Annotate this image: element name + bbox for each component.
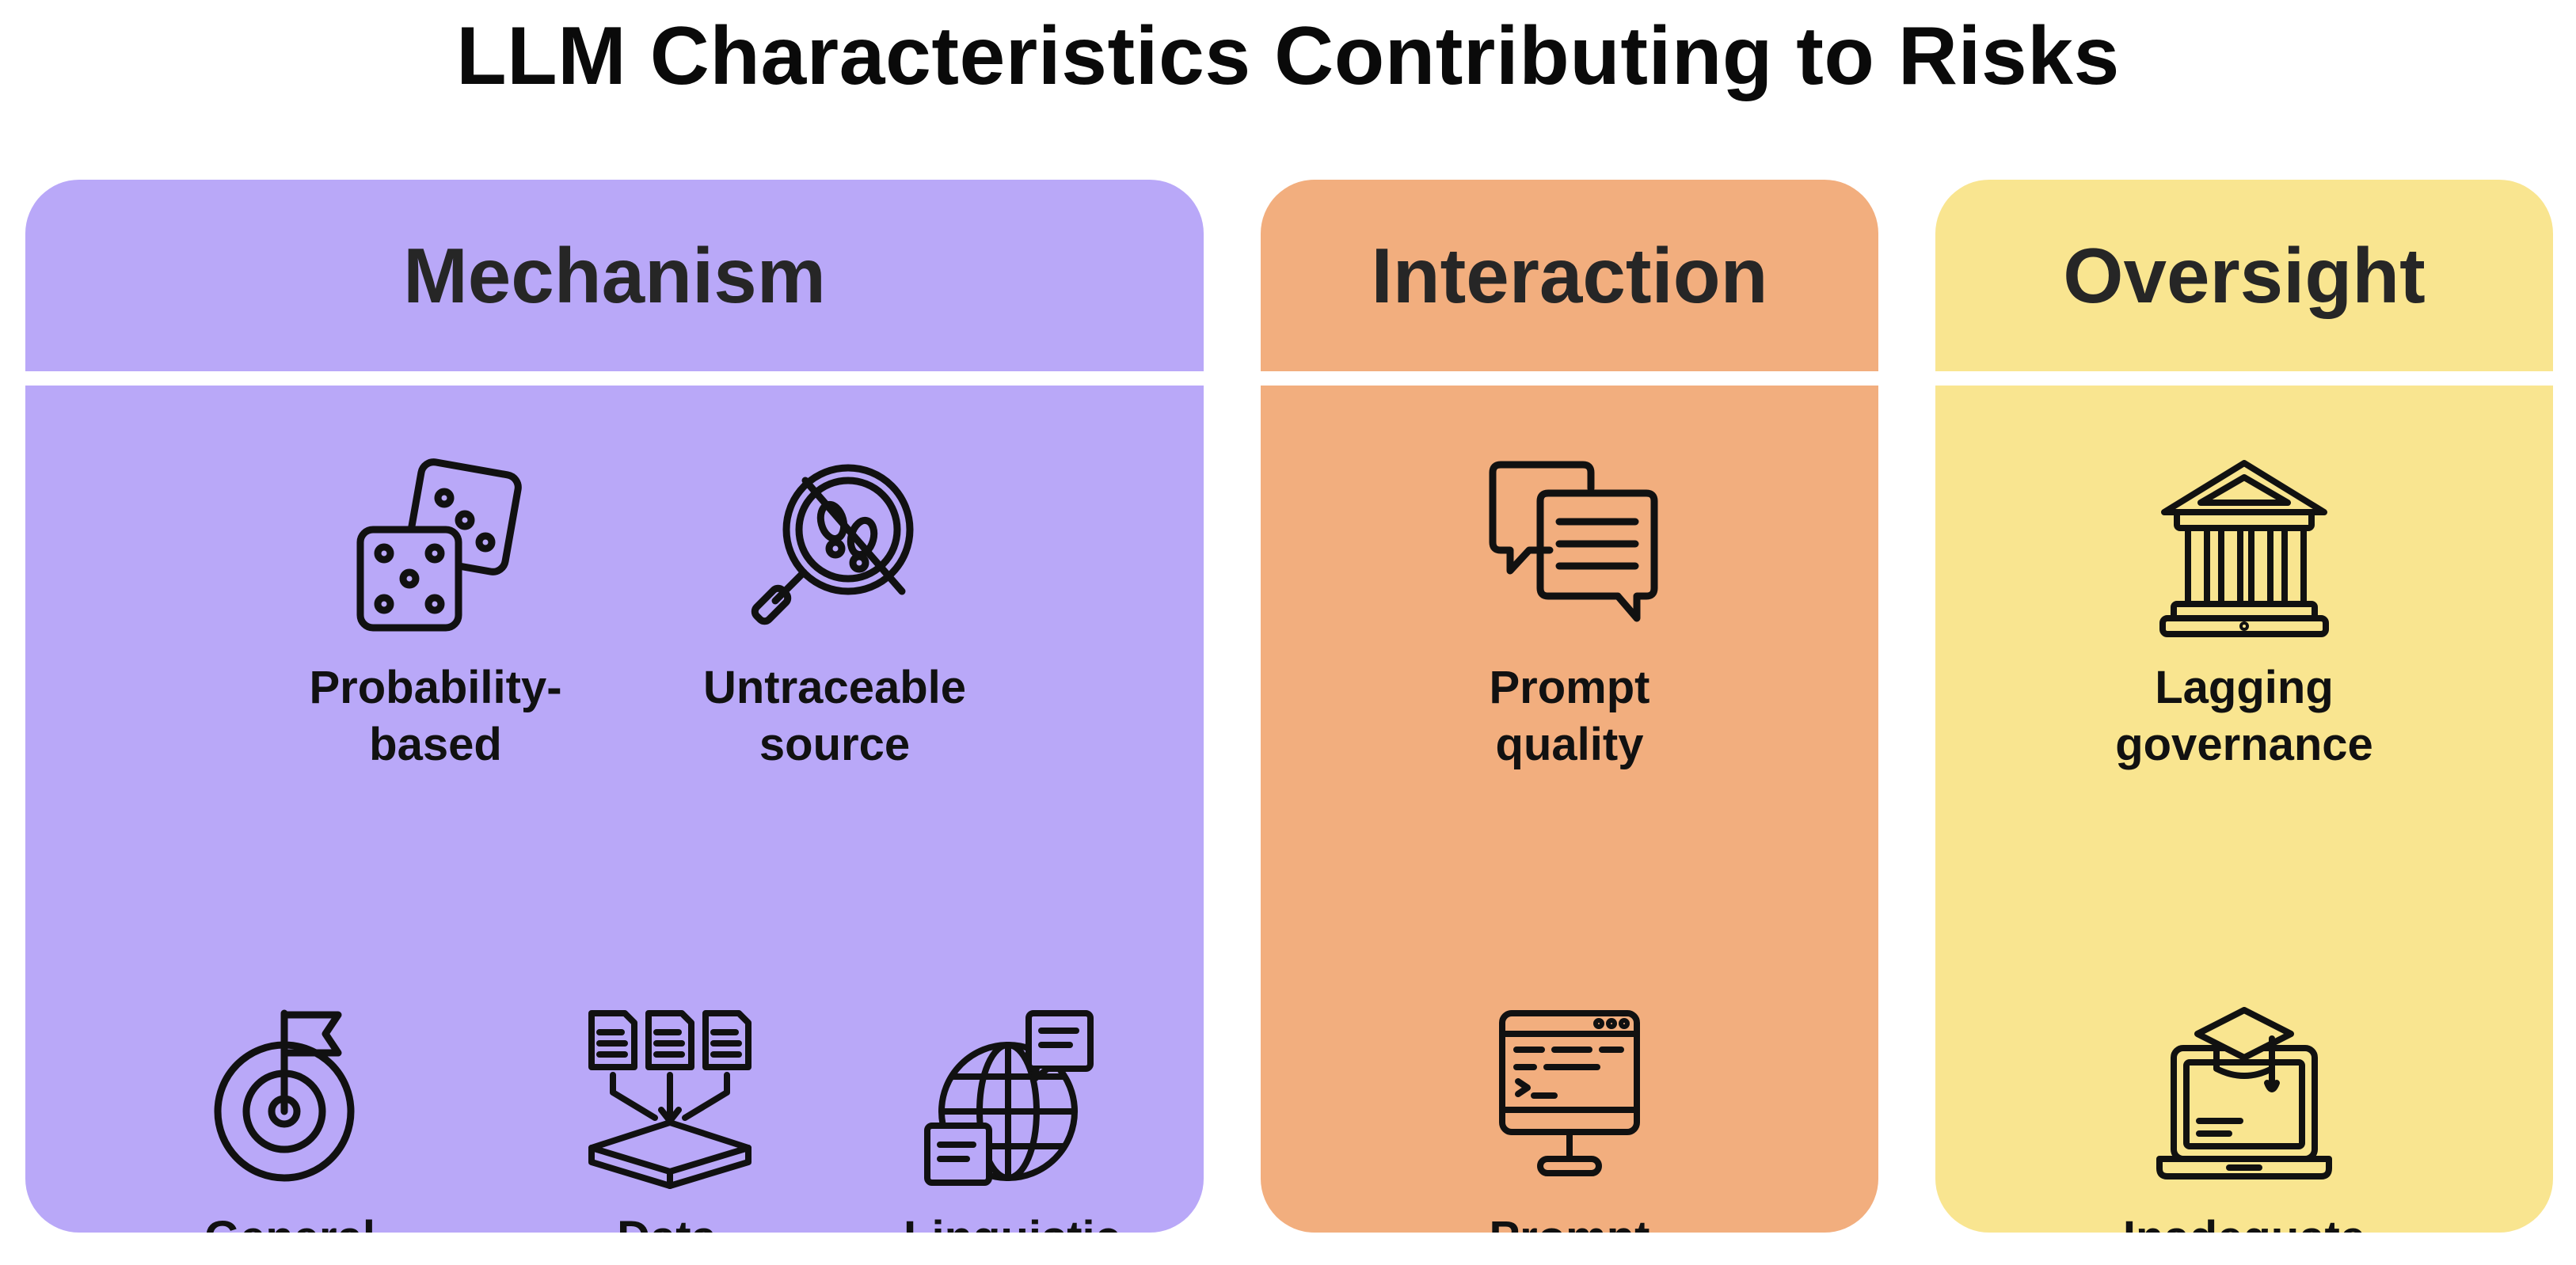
globe-chat-icon [924, 1010, 1094, 1186]
item-general-purpose: General purpose [124, 1007, 456, 1233]
oversight-header: Oversight [2063, 231, 2426, 319]
documents-database-icon [588, 1010, 751, 1189]
mechanism-header: Mechanism [403, 231, 826, 319]
item-probability-based: Probability- based [269, 457, 602, 773]
item-label: Prompt handling [1474, 1210, 1665, 1233]
item-untraceable-source: Untraceable source [668, 457, 1001, 773]
item-label: Prompt quality [1489, 662, 1650, 770]
item-linguistic-style: Linguistic style [846, 1007, 1178, 1233]
page-title: LLM Characteristics Contributing to Risk… [456, 10, 2120, 102]
interaction-panel: Interaction Prompt quality [1261, 180, 1878, 1233]
item-prompt-quality: Prompt quality [1403, 457, 1736, 773]
item-label: General purpose [200, 1210, 381, 1233]
item-label: Data dependency [533, 1210, 801, 1233]
item-inadequate-education: Inadequate education [2078, 1007, 2410, 1233]
item-label: Lagging governance [2115, 662, 2373, 770]
oversight-divider [1935, 371, 2553, 386]
item-label: Untraceable source [702, 662, 967, 770]
government-building-icon [2159, 460, 2329, 637]
target-flag-icon [214, 1009, 355, 1182]
laptop-graduation-cap-icon [2156, 1007, 2332, 1180]
mechanism-panel: Mechanism Probability- based [25, 180, 1204, 1233]
interaction-header: Interaction [1371, 231, 1768, 319]
computer-code-icon [1499, 1010, 1640, 1176]
magnifier-footprints-icon [751, 464, 914, 625]
item-label: Inadequate education [2123, 1210, 2365, 1233]
speech-bubbles-icon [1489, 461, 1658, 622]
mechanism-divider [25, 371, 1204, 386]
item-label: Linguistic style [904, 1210, 1121, 1233]
item-lagging-governance: Lagging governance [2078, 457, 2410, 773]
dice-icon [356, 458, 522, 632]
oversight-panel: Oversight Lagging governance [1935, 180, 2553, 1233]
interaction-divider [1261, 371, 1878, 386]
item-prompt-handling: Prompt handling [1403, 1007, 1736, 1233]
item-data-dependency: Data dependency [500, 1007, 833, 1233]
item-label: Probability- based [309, 662, 562, 770]
